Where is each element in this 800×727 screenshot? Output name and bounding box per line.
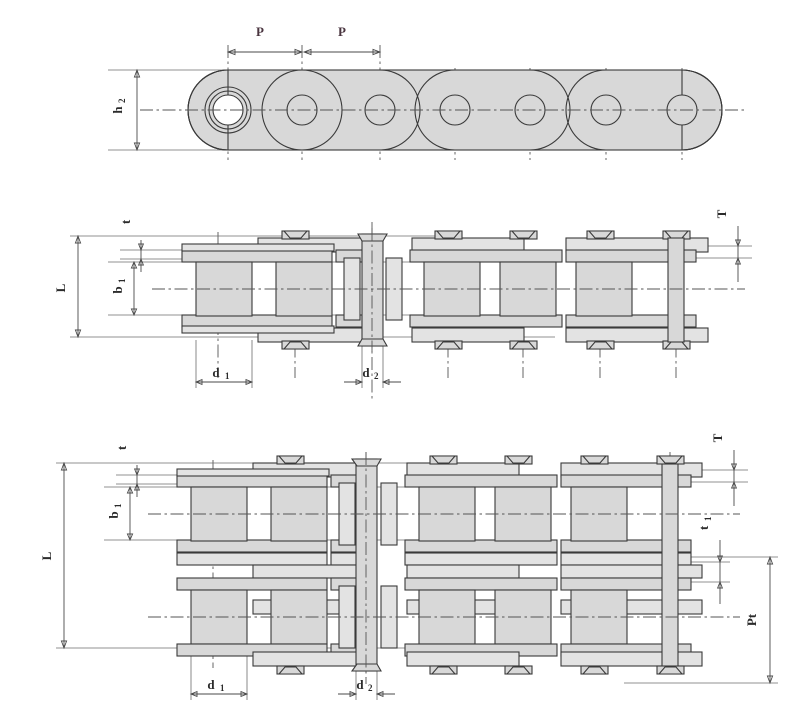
- duplex-pin-heads: [276, 455, 685, 675]
- label-plate-height-sub: 2: [117, 98, 127, 103]
- label-spacer-thickness: t: [696, 525, 711, 530]
- top-view-plate-outlines: [187, 69, 723, 151]
- label-overall-length-duplex: L: [39, 551, 54, 560]
- simplex-end-pin: [667, 237, 685, 343]
- pin-head: [434, 230, 463, 240]
- duplex-connecting-pin: [350, 452, 382, 678]
- label-plate-height: h: [110, 106, 125, 114]
- simplex-pin-heads: [281, 230, 691, 350]
- pin-head: [281, 340, 310, 350]
- dimension-roller-diameter-simplex: d 1: [194, 340, 254, 388]
- label-pin-diameter-duplex-sub: 2: [368, 683, 373, 693]
- dimension-pin-diameter-simplex: d 2: [344, 340, 401, 388]
- label-pin-diameter-simplex: d: [362, 365, 370, 380]
- pin-head: [586, 340, 615, 350]
- duplex-side-view: L b 1 t: [39, 433, 778, 700]
- label-spacer-thickness-sub: 1: [703, 516, 713, 521]
- simplex-bushings: [343, 257, 403, 321]
- label-plate-thickness-simplex: t: [118, 219, 133, 224]
- dimension-transverse-pitch: Pt: [624, 555, 778, 685]
- label-roller-diameter-simplex: d: [212, 365, 220, 380]
- pin-head: [434, 340, 463, 350]
- simplex-connecting-pin: [357, 228, 388, 352]
- dimension-roller-diameter-duplex: d 1: [189, 650, 249, 700]
- dimension-pitch-2: P: [302, 24, 382, 56]
- label-pin-diameter-duplex: d: [356, 677, 364, 692]
- pin-head: [276, 665, 305, 675]
- label-roller-diameter-simplex-sub: 1: [225, 371, 230, 381]
- duplex-spacer-plates: [176, 552, 703, 591]
- label-inner-width-simplex: b: [110, 286, 125, 293]
- simplex-inner-plates: [181, 243, 697, 334]
- label-plate-thickness-right-simplex: T: [714, 209, 729, 218]
- pin-head: [504, 455, 533, 465]
- label-inner-width-duplex-sub: 1: [113, 503, 123, 508]
- pin-head: [429, 455, 458, 465]
- label-roller-diameter-duplex-sub: 1: [220, 683, 225, 693]
- pin-head: [504, 665, 533, 675]
- pin-head: [656, 665, 685, 675]
- label-transverse-pitch: Pt: [744, 613, 759, 626]
- pin-head: [509, 230, 538, 240]
- dimension-spacer-thickness: t 1: [684, 516, 730, 604]
- pin-head: [276, 455, 305, 465]
- label-inner-width-duplex: b: [106, 511, 121, 518]
- label-plate-thickness-duplex: t: [114, 445, 129, 450]
- label-pitch-2: P: [338, 24, 346, 39]
- pin-head: [580, 455, 609, 465]
- pin-head: [509, 340, 538, 350]
- pin-head: [586, 230, 615, 240]
- duplex-lower-strand: [176, 585, 703, 667]
- top-view: P P h 2: [108, 24, 745, 160]
- label-overall-length-simplex: L: [53, 283, 68, 292]
- label-pin-diameter-simplex-sub: 2: [374, 371, 379, 381]
- label-pitch-1: P: [256, 24, 264, 39]
- dimension-pitch-1: P: [226, 24, 304, 56]
- label-plate-thickness-right-duplex: T: [710, 433, 725, 442]
- label-roller-diameter-duplex: d: [207, 677, 215, 692]
- simplex-side-view: L b 1 t: [53, 209, 752, 400]
- duplex-end-pin: [661, 462, 679, 668]
- pin-head: [656, 455, 685, 465]
- pin-head: [429, 665, 458, 675]
- pin-head: [281, 230, 310, 240]
- pin-head: [580, 665, 609, 675]
- label-inner-width-simplex-sub: 1: [117, 278, 127, 283]
